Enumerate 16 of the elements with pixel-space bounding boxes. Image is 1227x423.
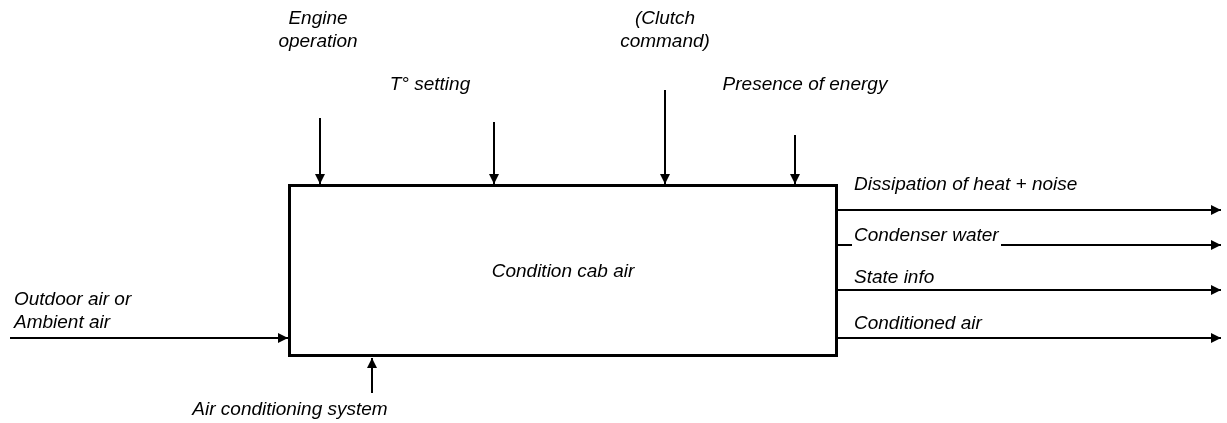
process-label: Condition cab air [491,259,635,282]
arrow [790,134,800,185]
arrow [9,333,289,343]
input-label: T° setting [389,73,471,94]
mechanism-label: Air conditioning system [192,398,388,419]
arrow [837,333,1222,343]
arrow [837,285,1222,295]
input-label: Presence of energy [722,73,888,94]
input-label: (Clutch command) [620,7,710,51]
arrow [837,205,1222,215]
arrow [489,121,499,185]
process-box [288,184,838,357]
arrow [660,89,670,185]
input-label: Engine operation [278,7,358,51]
arrow [367,357,377,394]
arrow [315,117,325,185]
